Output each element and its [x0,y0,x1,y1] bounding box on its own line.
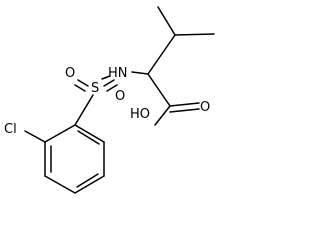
carbon-oxygen-double-bond [169,108,200,113]
sulfur-oxygen-double-bond [74,84,86,92]
sulfonyl-oxygen-left-label: O [65,66,75,81]
carbonyl-oxygen-label: O [200,100,210,115]
carbon-oxygen-double-bond [169,102,200,107]
ring-bond [44,124,76,143]
ring-double-bond [76,173,99,188]
nh-atom-label: HN [108,66,128,81]
ring-bond [74,124,105,143]
alpha-to-carboxyl-carbon-bond [147,73,171,107]
ring-bond [74,175,105,194]
nitrogen-to-alpha-carbon-bond [131,71,149,75]
structure-diagram: Cl S HN O O HO O [4,6,215,194]
isopropyl-methyl-bond [157,6,176,36]
sulfur-oxygen-double-bond [103,79,115,87]
carbon-to-hydroxyl-bond [154,105,171,126]
ring-double-bond [77,130,100,145]
benzene-ring [44,124,105,194]
isopropyl-methyl-bond [174,33,215,36]
sulfur-oxygen-double-bond [77,79,89,87]
ring-to-sulfur-bond [74,94,94,126]
sulfur-oxygen-double-bond [106,84,118,92]
alpha-to-beta-carbon-bond [147,34,176,75]
ring-to-chlorine-bond [24,130,46,143]
ring-bond [44,175,76,194]
chlorine-atom-label: Cl [4,122,17,137]
sulfur-atom-label: S [91,81,99,96]
sulfur-to-nitrogen-bond [101,75,111,80]
sulfonyl-oxygen-right-label: O [115,89,125,104]
hydroxyl-atom-label: HO [130,107,150,122]
